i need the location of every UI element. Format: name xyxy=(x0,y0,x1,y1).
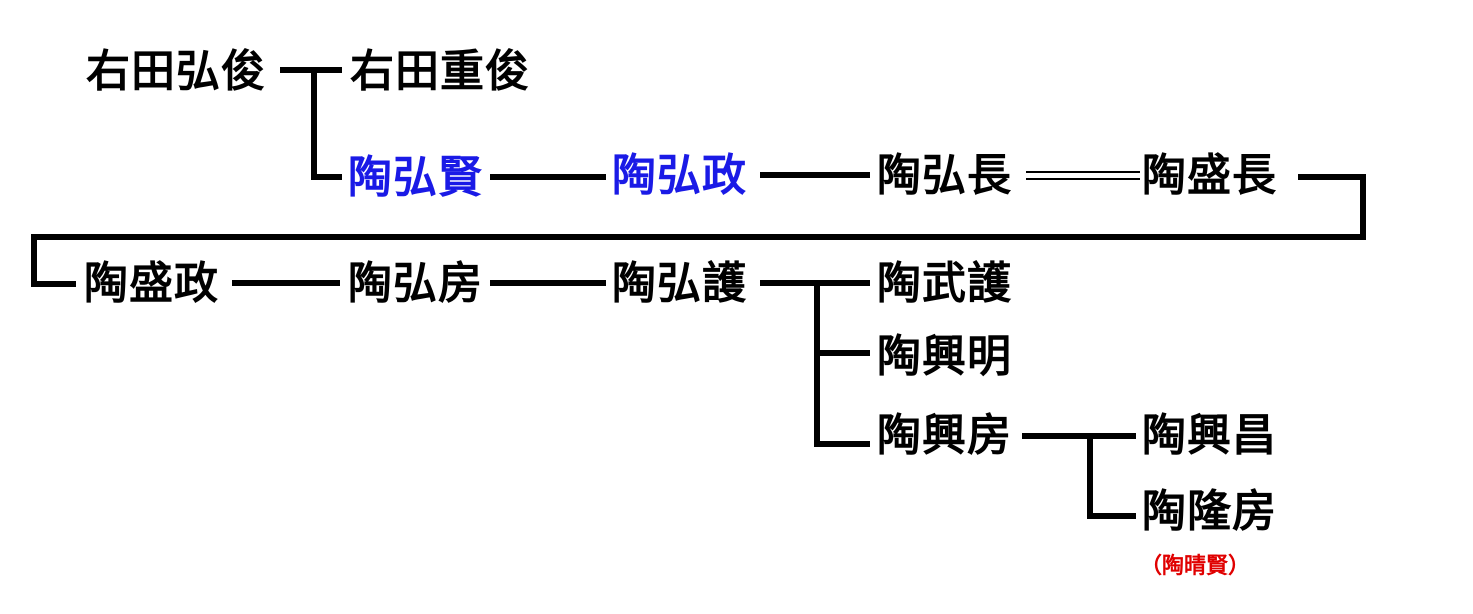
line-morinaga-morimasa xyxy=(31,174,1366,287)
person-sue-hirofusa: 陶弘房 xyxy=(348,258,483,309)
person-sue-hiromori: 陶弘護 xyxy=(612,258,747,309)
person-sue-okimasa: 陶興昌 xyxy=(1142,410,1277,461)
line-hiromori-trunk xyxy=(814,283,870,447)
person-sue-okiaki: 陶興明 xyxy=(877,331,1012,382)
person-sue-takemori: 陶武護 xyxy=(877,258,1012,309)
person-migita-hirotoshi: 右田弘俊 xyxy=(86,46,266,97)
person-migita-shigetoshi: 右田重俊 xyxy=(350,46,530,97)
person-sue-okifusa: 陶興房 xyxy=(877,410,1012,461)
alias-sue-harukata: （陶晴賢） xyxy=(1140,554,1251,579)
line-migita-hirotoshi-trunk xyxy=(311,70,342,180)
person-sue-morinaga: 陶盛長 xyxy=(1142,150,1277,201)
person-sue-takafusa: 陶隆房 xyxy=(1142,486,1277,537)
line-okifusa-trunk xyxy=(1087,436,1136,519)
person-sue-morimasa: 陶盛政 xyxy=(84,258,219,309)
person-sue-hiromasa: 陶弘政 xyxy=(612,150,747,201)
person-sue-hironaga: 陶弘長 xyxy=(877,150,1012,201)
person-sue-hirokata: 陶弘賢 xyxy=(348,152,483,203)
